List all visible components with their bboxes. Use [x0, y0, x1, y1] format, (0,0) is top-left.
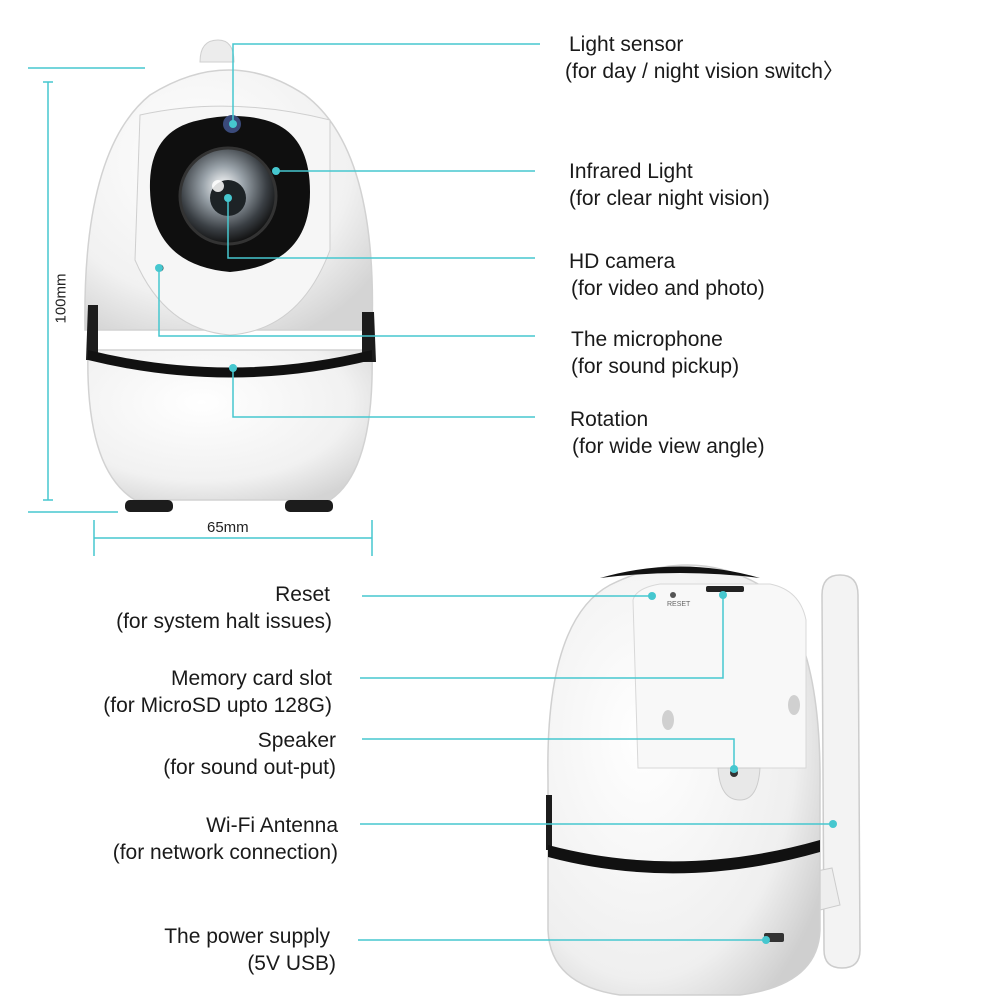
height-dimension-label: 100mm — [52, 273, 70, 324]
callout-subtitle: (5V USB) — [247, 952, 336, 975]
callout-subtitle: (for sound pickup) — [571, 355, 740, 378]
callout-subtitle: (for clear night vision) — [569, 187, 770, 210]
callout-hd-camera: HD camera (for video and photo) — [569, 248, 765, 302]
callout-subtitle: (for sound out-put) — [163, 756, 336, 779]
callout-title: Memory card slot — [170, 667, 332, 690]
leader-microphone — [158, 268, 535, 337]
dot-microphone — [155, 264, 163, 272]
dot-light-sensor — [229, 120, 237, 128]
callout-title: Wi-Fi Antenna — [206, 814, 338, 837]
dimension-lines — [28, 67, 373, 556]
callout-memory-card-slot: Memory card slot (for MicroSD upto 128G) — [40, 665, 332, 719]
back-side-band — [546, 795, 552, 850]
screw-hole-right — [788, 695, 800, 715]
leader-hd-camera — [227, 198, 535, 259]
dot-power — [762, 936, 770, 944]
reset-button — [670, 592, 676, 598]
callout-title: Reset — [275, 583, 330, 606]
callout-light-sensor: Light sensor (for day / night vision swi… — [565, 31, 844, 85]
callout-subtitle: (for wide view angle) — [572, 435, 765, 458]
camera-foot-right — [285, 500, 333, 512]
callout-title: Light sensor — [569, 33, 684, 56]
camera-base — [87, 349, 373, 501]
dot-rotation — [229, 364, 237, 372]
callout-title: Speaker — [257, 729, 336, 752]
width-dimension-label: 65mm — [207, 519, 249, 536]
callout-title: The power supply — [164, 925, 330, 948]
leader-dots — [155, 120, 837, 944]
back-top-rim — [600, 566, 760, 578]
callout-subtitle: (for network connection) — [112, 841, 338, 864]
leader-speaker — [362, 738, 735, 769]
light-sensor-nub — [199, 39, 235, 63]
callout-title: Rotation — [570, 408, 649, 431]
callout-wifi-antenna: Wi-Fi Antenna (for network connection) — [40, 812, 338, 866]
callout-infrared-light: Infrared Light (for clear night vision) — [569, 158, 770, 212]
rotation-stripe — [88, 350, 372, 378]
callout-reset: Reset (for system halt issues) — [60, 581, 332, 635]
screw-hole-left — [662, 710, 674, 730]
callout-power-supply: The power supply (5V USB) — [60, 923, 336, 977]
callout-microphone: The microphone (for sound pickup) — [571, 326, 739, 380]
callout-subtitle: (for day / night vision switch〉 — [565, 60, 844, 83]
callout-title: HD camera — [569, 250, 676, 273]
front-camera — [84, 39, 376, 512]
dot-reset — [648, 592, 656, 600]
back-camera: RESET — [546, 564, 861, 996]
callout-title: The microphone — [571, 328, 723, 351]
leader-memory-card — [360, 595, 724, 679]
callout-subtitle: (for system halt issues) — [116, 610, 332, 633]
callout-subtitle: (for video and photo) — [571, 277, 765, 300]
memory-card-slot — [706, 586, 744, 592]
callout-title: Infrared Light — [569, 160, 693, 183]
dot-speaker — [730, 765, 738, 773]
back-rotation-stripe — [548, 840, 820, 874]
dot-memory-card — [719, 591, 727, 599]
leader-rotation — [232, 368, 535, 418]
dot-hd-camera — [224, 194, 232, 202]
camera-foot-left — [125, 500, 173, 512]
back-panel — [632, 583, 807, 769]
callout-speaker: Speaker (for sound out-put) — [60, 727, 336, 781]
dot-infrared — [272, 167, 280, 175]
callout-subtitle: (for MicroSD upto 128G) — [103, 694, 332, 717]
reset-print: RESET — [667, 601, 691, 608]
dot-wifi — [829, 820, 837, 828]
wifi-antenna — [821, 574, 861, 969]
speaker-grille — [717, 767, 761, 801]
side-band-right — [362, 312, 376, 362]
leader-lines — [158, 43, 833, 941]
side-band-left — [86, 305, 98, 360]
lens-glint — [212, 180, 224, 192]
leader-light-sensor — [232, 43, 540, 124]
callout-rotation: Rotation (for wide view angle) — [570, 406, 765, 460]
